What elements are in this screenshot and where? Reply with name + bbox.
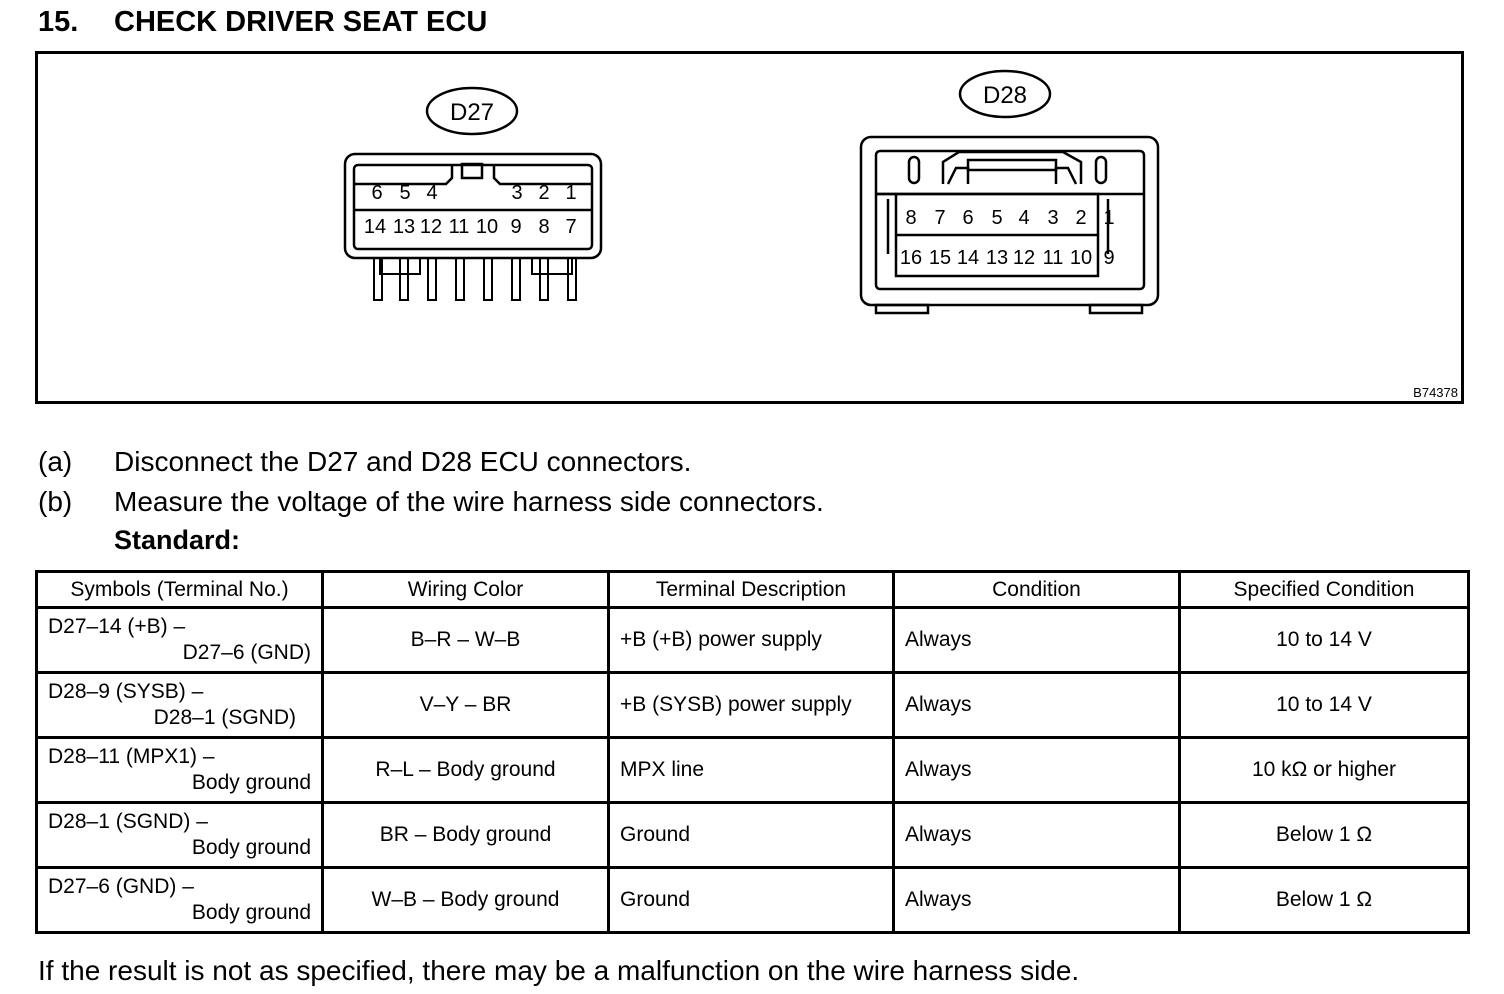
cell-condition: Always	[892, 736, 1181, 804]
d28-connector	[859, 69, 1160, 315]
d28-pin-12: 12	[1013, 247, 1035, 269]
header-symbols: Symbols (Terminal No.)	[35, 570, 324, 609]
header-specified-condition: Specified Condition	[1178, 570, 1470, 609]
d27-label: D27	[450, 99, 494, 126]
d28-pin-11: 11	[1043, 247, 1064, 269]
footer-note: If the result is not as specified, there…	[38, 955, 1080, 986]
cell-symbols: D28–1 (SGND) –Body ground	[35, 801, 324, 869]
cell-spec: 10 to 14 V	[1178, 671, 1470, 739]
step-a: (a) Disconnect the D27 and D28 ECU connec…	[38, 446, 691, 478]
header-condition: Condition	[892, 570, 1181, 609]
header-wiring-color: Wiring Color	[321, 570, 610, 609]
d27-pin-11: 11	[449, 216, 470, 238]
d27-pin-14: 14	[364, 216, 386, 238]
table-row: D28–11 (MPX1) –Body ground R–L – Body gr…	[35, 736, 1470, 804]
d27-pin-7: 7	[565, 216, 576, 238]
d28-pin-1: 1	[1103, 207, 1114, 229]
header-terminal-description: Terminal Description	[607, 570, 895, 609]
cell-symbols: D28–9 (SYSB) –D28–1 (SGND)	[35, 671, 324, 739]
d28-pin-16: 16	[900, 247, 922, 269]
cell-description: Ground	[607, 866, 895, 934]
section-number: 15.	[38, 6, 79, 38]
d28-label: D28	[983, 82, 1027, 109]
d28-pin-15: 15	[929, 247, 951, 269]
cell-wiring-color: R–L – Body ground	[321, 736, 610, 804]
d28-pin-5: 5	[991, 207, 1002, 229]
d28-pin-3: 3	[1047, 207, 1058, 229]
table-row: D27–6 (GND) –Body ground W–B – Body grou…	[35, 866, 1470, 934]
d27-pin-13: 13	[393, 216, 415, 238]
cell-symbols: D27–6 (GND) –Body ground	[35, 866, 324, 934]
d28-pin-6: 6	[962, 207, 973, 229]
step-b-label: (b)	[38, 486, 73, 517]
step-b: (b) Measure the voltage of the wire harne…	[38, 486, 824, 518]
cell-wiring-color: BR – Body ground	[321, 801, 610, 869]
table-header-row: Symbols (Terminal No.) Wiring Color Term…	[35, 570, 1470, 609]
cell-description: Ground	[607, 801, 895, 869]
d27-pin-2: 2	[538, 182, 549, 204]
d27-pin-6: 6	[371, 182, 382, 204]
d27-pin-9: 9	[510, 216, 521, 238]
table-row: D28–9 (SYSB) –D28–1 (SGND) V–Y – BR +B (…	[35, 671, 1470, 739]
table-row: D27–14 (+B) –D27–6 (GND) B–R – W–B +B (+…	[35, 606, 1470, 674]
cell-description: +B (SYSB) power supply	[607, 671, 895, 739]
d28-pin-4: 4	[1018, 207, 1029, 229]
d27-pin-10: 10	[476, 216, 498, 238]
d28-pin-9: 9	[1103, 247, 1114, 269]
cell-condition: Always	[892, 866, 1181, 934]
standard-table: Symbols (Terminal No.) Wiring Color Term…	[35, 570, 1470, 934]
section-heading: 15. CHECK DRIVER SEAT ECU	[38, 6, 487, 39]
d28-pin-10: 10	[1070, 247, 1092, 269]
cell-condition: Always	[892, 671, 1181, 739]
cell-spec: Below 1 Ω	[1178, 801, 1470, 869]
cell-symbols: D28–11 (MPX1) –Body ground	[35, 736, 324, 804]
cell-description: MPX line	[607, 736, 895, 804]
step-a-text: Disconnect the D27 and D28 ECU connector…	[114, 446, 692, 477]
cell-description: +B (+B) power supply	[607, 606, 895, 674]
d28-pin-8: 8	[905, 207, 916, 229]
cell-condition: Always	[892, 801, 1181, 869]
cell-wiring-color: W–B – Body ground	[321, 866, 610, 934]
d27-connector	[343, 86, 603, 301]
section-title: CHECK DRIVER SEAT ECU	[114, 6, 488, 38]
d27-pin-3: 3	[511, 182, 522, 204]
cell-spec: 10 kΩ or higher	[1178, 736, 1470, 804]
d28-pin-7: 7	[934, 207, 945, 229]
cell-spec: 10 to 14 V	[1178, 606, 1470, 674]
d28-pin-2: 2	[1075, 207, 1086, 229]
d27-pin-8: 8	[538, 216, 549, 238]
cell-wiring-color: B–R – W–B	[321, 606, 610, 674]
table-row: D28–1 (SGND) –Body ground BR – Body grou…	[35, 801, 1470, 869]
cell-condition: Always	[892, 606, 1181, 674]
d27-pin-12: 12	[420, 216, 442, 238]
step-a-label: (a)	[38, 446, 73, 477]
standard-label: Standard:	[114, 525, 241, 555]
d27-pin-1: 1	[565, 182, 576, 204]
step-b-text: Measure the voltage of the wire harness …	[114, 486, 824, 517]
d27-pin-4: 4	[426, 182, 437, 204]
cell-symbols: D27–14 (+B) –D27–6 (GND)	[35, 606, 324, 674]
d28-pin-14: 14	[957, 247, 979, 269]
cell-wiring-color: V–Y – BR	[321, 671, 610, 739]
d27-pin-5: 5	[399, 182, 410, 204]
cell-spec: Below 1 Ω	[1178, 866, 1470, 934]
d28-pin-13: 13	[986, 247, 1008, 269]
figure-code: B74378	[1413, 385, 1458, 400]
